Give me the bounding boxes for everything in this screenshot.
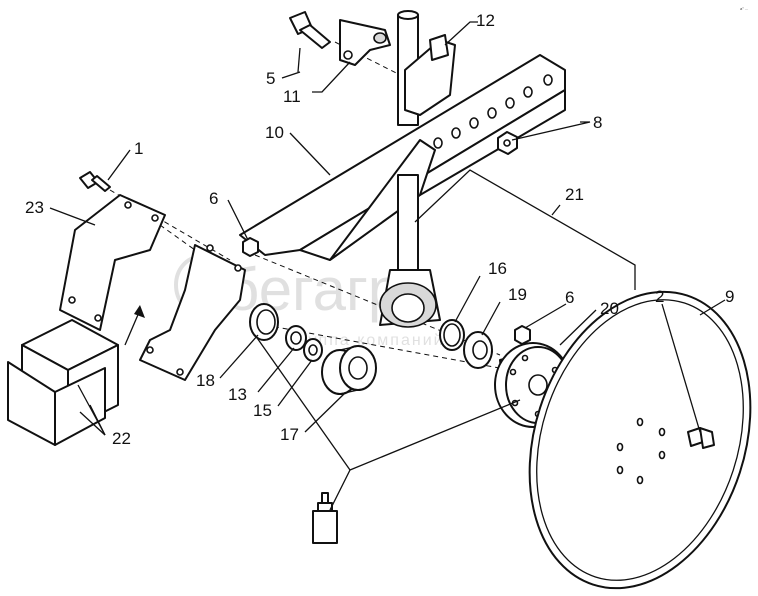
- callout-6-right: 6: [565, 288, 574, 307]
- callout-18: 18: [196, 371, 215, 390]
- callout-8: 8: [593, 113, 602, 132]
- bearing-17: [321, 345, 377, 395]
- plate-23: [59, 194, 166, 331]
- callout-6-left: 6: [209, 189, 218, 208]
- nut-6-left: [242, 237, 259, 257]
- ring-13: [285, 325, 307, 351]
- bracket: [339, 19, 391, 66]
- bearing-19: [463, 331, 493, 369]
- direction-arrow: [124, 305, 145, 346]
- bolt-2: [687, 427, 715, 449]
- callout-19: 19: [508, 285, 527, 304]
- nut-6-right: [514, 325, 531, 345]
- callout-21: 21: [565, 185, 584, 204]
- frame-arm: [139, 54, 566, 381]
- callout-13: 13: [228, 385, 247, 404]
- callout-labels: 1 2 5 6 6 8 9 10 11 12 13 15 16 17 18 19…: [25, 11, 734, 448]
- disc-9: [528, 290, 752, 590]
- vertical-stem: [379, 10, 441, 328]
- sealant-group-lines: [254, 334, 521, 511]
- callout-16: 16: [488, 259, 507, 278]
- callout-17: 17: [280, 425, 299, 444]
- ring-15: [303, 338, 323, 362]
- callout-2: 2: [655, 287, 664, 306]
- callout-15: 15: [253, 401, 272, 420]
- seal-18: [249, 303, 279, 341]
- brace-21: [414, 169, 636, 290]
- snap-ring-16: [439, 319, 465, 351]
- hub-20: [494, 342, 572, 428]
- callout-9: 9: [725, 287, 734, 306]
- bolt-5: [289, 11, 331, 49]
- clamp: [404, 34, 456, 116]
- callout-10: 10: [265, 123, 284, 142]
- sealant-bottle: [312, 492, 338, 544]
- callout-1: 1: [134, 139, 143, 158]
- callout-5: 5: [266, 69, 275, 88]
- blocks-22: [7, 319, 119, 446]
- callout-23: 23: [25, 198, 44, 217]
- callout-11: 11: [283, 87, 301, 106]
- callout-12: 12: [476, 11, 495, 30]
- callout-20: 20: [600, 299, 619, 318]
- leader-lines: [49, 21, 726, 436]
- nut-8: [497, 131, 518, 155]
- bolt-1: [79, 171, 111, 192]
- corner-mark: a° ...: [740, 6, 748, 11]
- callout-22: 22: [112, 429, 131, 448]
- bar-holes: [433, 74, 553, 149]
